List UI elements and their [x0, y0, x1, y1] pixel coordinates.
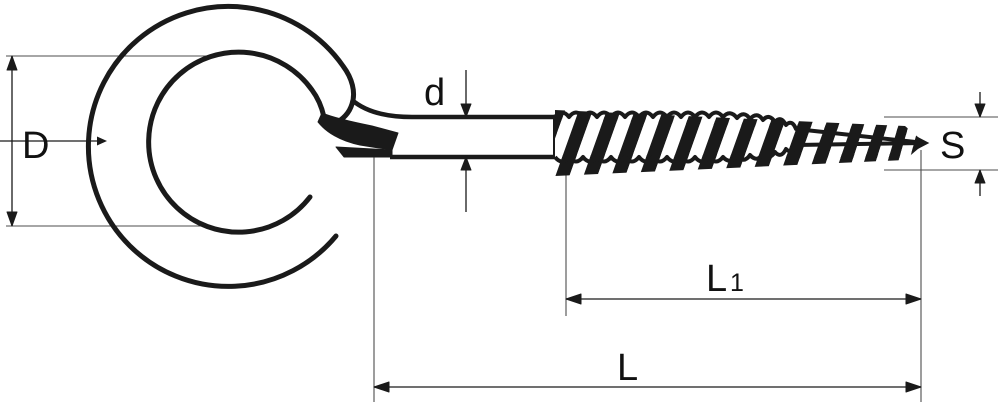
eye-loop-group: [85, 3, 399, 289]
dim-arrowhead-d-top: [460, 103, 472, 118]
dim-label-S: S: [940, 125, 965, 167]
eye-shank-junction-wedge: [317, 112, 399, 151]
dim-arrowhead-d-bottom: [460, 156, 472, 171]
dim-arrowhead-D-bottom: [6, 211, 18, 227]
shank-group: [350, 98, 560, 160]
thread-group: [553, 110, 930, 176]
dimension-L1: L 1: [565, 258, 922, 305]
dim-arrowhead-S-bottom: [974, 169, 986, 184]
dim-arrowhead-L-right: [905, 381, 922, 393]
dim-arrowhead-S-top: [974, 103, 986, 118]
thread-crest-top: [553, 110, 926, 145]
eye-inner-arc: [146, 49, 327, 235]
dim-label-D: D: [22, 125, 49, 167]
dim-label-d: d: [424, 72, 445, 114]
dimension-S: S: [940, 92, 986, 196]
dimension-L: L: [373, 347, 922, 393]
dim-arrowhead-L1-left: [565, 293, 582, 305]
dimension-d: d: [424, 70, 472, 212]
dim-label-L1-subscript: 1: [730, 269, 744, 297]
dim-label-L: L: [617, 347, 638, 389]
dim-arrowhead-D-top: [6, 55, 18, 71]
shank-top-edge: [350, 98, 560, 120]
dim-label-L1: L: [706, 258, 727, 300]
dim-arrowhead-L-left: [373, 381, 390, 393]
extension-lines: [6, 55, 998, 402]
thread-crest-bottom: [553, 141, 926, 164]
dimension-D: D: [0, 55, 107, 227]
eye-outer-arc: [85, 3, 357, 289]
dim-arrowhead-L1-right: [905, 293, 922, 305]
